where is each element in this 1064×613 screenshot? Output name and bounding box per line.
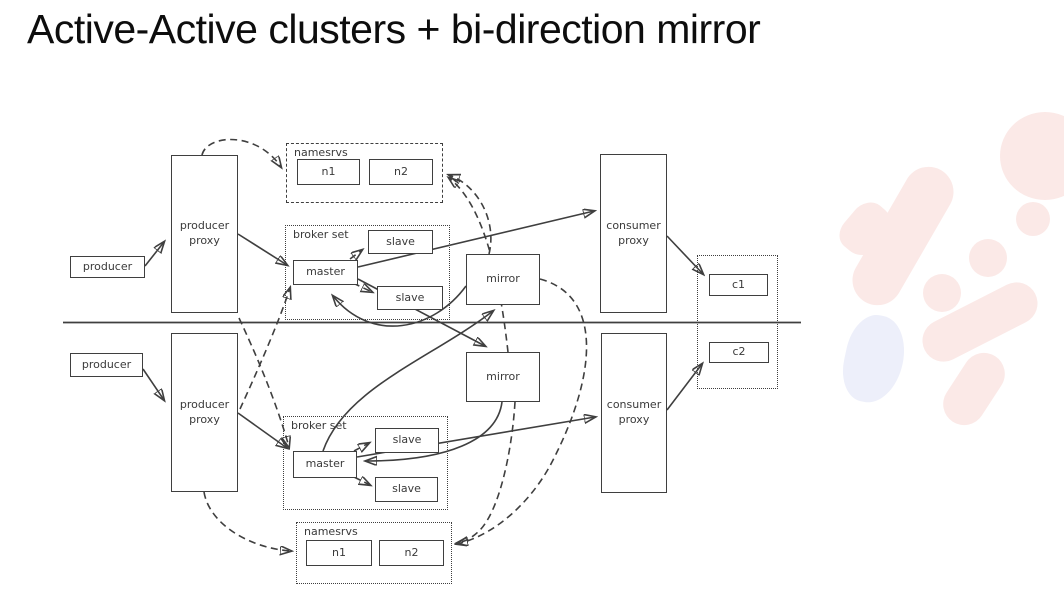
arrow-proxy-bottom-to-namesrvs-bottom: [203, 491, 291, 551]
consumer-c2: c2: [709, 342, 769, 363]
arrow-mirror-bottom-to-master-bottom: [366, 401, 503, 461]
arrow-master-bottom-to-mirror-top: [322, 311, 493, 452]
namesrv-n1-bottom: n1: [306, 540, 372, 566]
namesrv-n2-top: n2: [369, 159, 433, 185]
arrow-mirror-top-to-master-top: [333, 285, 467, 327]
namesrv-n2-bottom: n2: [379, 540, 444, 566]
broker-set-group-top-label: broker set: [293, 228, 349, 241]
consumer-proxy-bottom: consumer proxy: [601, 333, 667, 493]
mirror-top: mirror: [466, 254, 540, 305]
master-top: master: [293, 260, 358, 285]
slave2-bottom: slave: [375, 477, 438, 502]
broker-set-group-bottom: broker set: [283, 416, 448, 510]
producer-proxy-bottom: producer proxy: [171, 333, 238, 492]
arrow-mirror-top-to-namesrvs-bottom: [457, 278, 588, 544]
broker-set-group-top: broker set: [285, 225, 450, 320]
master-bottom: master: [293, 451, 357, 478]
arrow-master-top-to-slave1: [349, 250, 362, 259]
page-title: Active-Active clusters + bi-direction mi…: [27, 6, 761, 52]
arrow-producer-top-to-proxy: [144, 242, 164, 267]
producer-bottom: producer: [70, 353, 143, 377]
consumer-c1: c1: [709, 274, 768, 296]
broker-set-group-bottom-label: broker set: [291, 419, 347, 432]
arrow-mirror-top-to-namesrvs-top: [449, 175, 492, 255]
producer-proxy-top: producer proxy: [171, 155, 238, 313]
arrow-proxy-bottom-to-master-top-failover: [239, 288, 290, 410]
consumers-group: [697, 255, 778, 389]
arrow-proxy-top-to-master: [237, 233, 287, 265]
mirror-bottom: mirror: [466, 352, 540, 402]
namesrvs-group-bottom: namesrvs: [296, 522, 452, 584]
arrow-mirror-bottom-to-namesrvs-top: [449, 178, 509, 353]
namesrv-n1-top: n1: [297, 159, 360, 185]
arrow-master-top-to-consumer-proxy: [357, 211, 594, 268]
arrow-proxy-bottom-to-master: [237, 412, 287, 448]
consumer-proxy-top: consumer proxy: [600, 154, 667, 313]
producer-top: producer: [70, 256, 145, 278]
arrow-master-bottom-to-slave2: [353, 477, 370, 485]
slave1-top: slave: [368, 230, 433, 254]
arrow-consumer-proxy-bottom-to-c2: [666, 364, 702, 411]
namesrvs-group-top: namesrvs: [286, 143, 443, 203]
slave2-top: slave: [377, 286, 443, 310]
arrow-proxy-top-to-namesrvs-top: [201, 138, 281, 167]
namesrvs-group-bottom-label: namesrvs: [304, 525, 358, 538]
namesrvs-group-top-label: namesrvs: [294, 146, 348, 159]
arrow-producer-bottom-to-proxy: [142, 368, 164, 400]
arrow-master-bottom-to-slave1: [353, 443, 369, 451]
arrow-proxy-top-to-master-bottom-failover: [238, 317, 289, 447]
slave1-bottom: slave: [375, 428, 439, 453]
arrow-mirror-bottom-to-namesrvs-bottom: [457, 401, 516, 543]
